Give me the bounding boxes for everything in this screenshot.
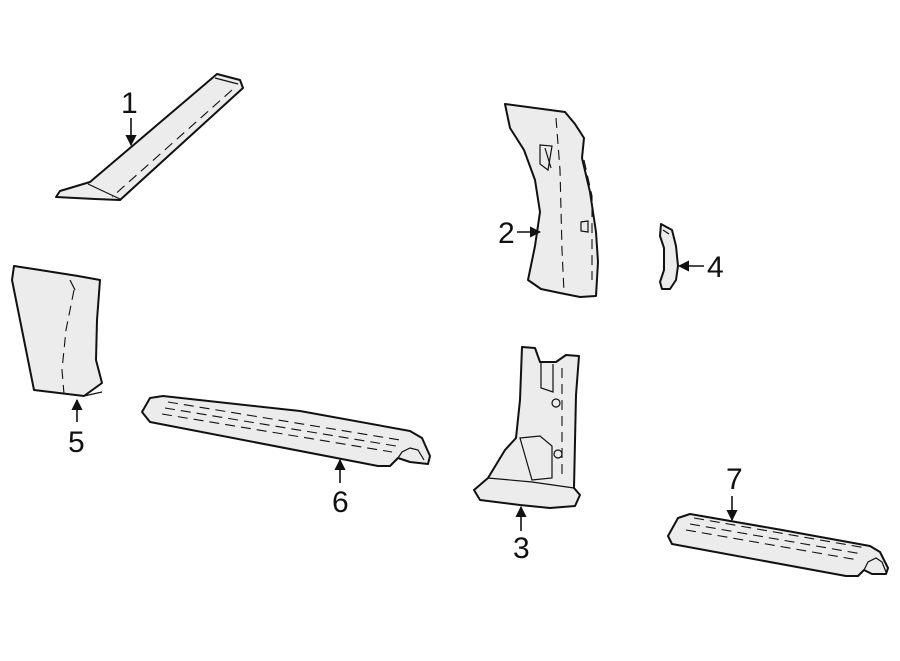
part-4-grab-handle: [659, 223, 679, 290]
callout-2: 2: [498, 217, 542, 250]
part-1-pillar-trim: [55, 73, 244, 201]
callout-4: 4: [677, 251, 724, 284]
part-7-scuff-plate: [667, 513, 889, 577]
callout-1-label: 1: [121, 87, 138, 120]
callout-1: 1: [121, 87, 138, 147]
callout-3: 3: [513, 505, 530, 565]
callout-5: 5: [68, 398, 85, 459]
part-2-upper-pillar-trim: [504, 103, 599, 298]
part-5-kick-panel: [11, 265, 103, 397]
part-3-lower-pillar-trim: [473, 346, 581, 509]
callout-3-label: 3: [513, 532, 530, 565]
callout-6-label: 6: [332, 486, 349, 519]
callout-2-label: 2: [498, 217, 515, 250]
callout-7-label: 7: [726, 463, 743, 496]
callout-7: 7: [726, 463, 743, 522]
callout-5-label: 5: [68, 426, 85, 459]
callout-4-label: 4: [707, 251, 724, 284]
callout-6: 6: [332, 458, 349, 519]
part-6-scuff-plate: [141, 395, 431, 467]
